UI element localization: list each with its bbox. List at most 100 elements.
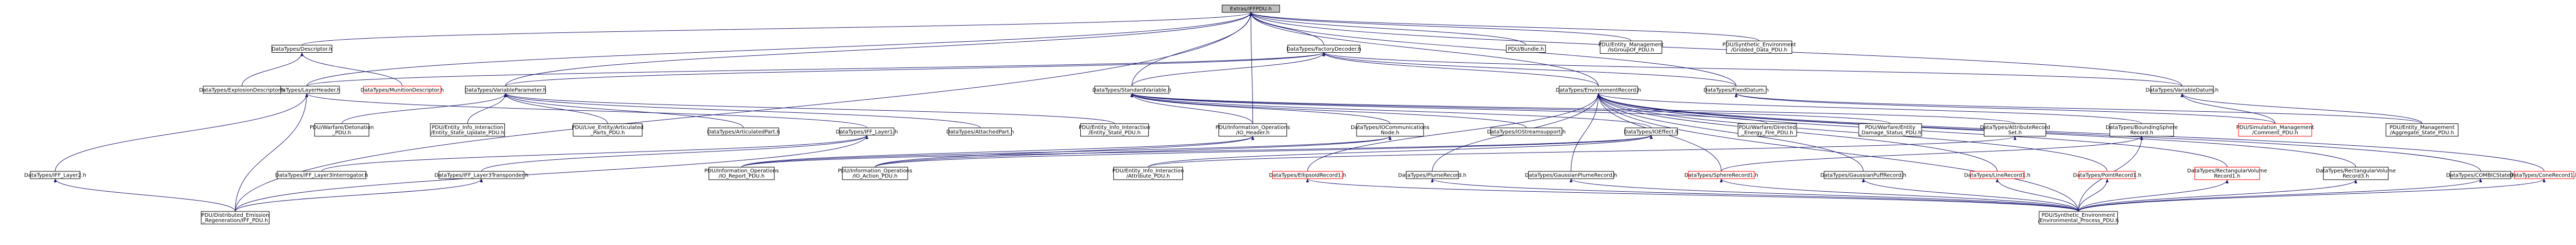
node-spherepdu[interactable]: DataTypes/SphereRecord1.h bbox=[1685, 171, 1758, 179]
node-box bbox=[314, 123, 369, 137]
node-box bbox=[1528, 171, 1614, 179]
node-variabledatum[interactable]: DataTypes/VariableDatum.h bbox=[2145, 86, 2219, 94]
node-ellipsoid[interactable]: DataTypes/EllipsoidRecord1.h bbox=[1269, 171, 1346, 179]
node-munition[interactable]: DataTypes/MunitionDescriptor.h bbox=[360, 86, 444, 94]
node-gaussianpuff[interactable]: DataTypes/GaussianPuffRecord.h bbox=[1821, 171, 1906, 179]
node-label: Node.h bbox=[1381, 130, 1399, 136]
node-box bbox=[1688, 171, 1755, 179]
node-box bbox=[2386, 123, 2459, 137]
dependency-edge bbox=[504, 93, 608, 124]
dependency-edge bbox=[2078, 179, 2229, 212]
node-fixeddatum[interactable]: DataTypes/FixedDatum.h bbox=[1703, 86, 1769, 94]
node-lefparts[interactable]: PDU/Live_Entity/Articulated_Parts_PDU.h bbox=[572, 123, 643, 137]
node-gaussianplume[interactable]: DataTypes/GaussianPlumeRecord.h bbox=[1525, 171, 1617, 179]
node-pointrec[interactable]: DataTypes/PointRecord1.h bbox=[2073, 171, 2141, 179]
node-factory[interactable]: DataTypes/FactoryDecoder.h bbox=[1286, 44, 1361, 53]
node-label: PDU/Entity_Info_Interaction bbox=[1079, 125, 1150, 131]
node-box bbox=[708, 167, 775, 180]
node-label: /Comment_PDU.h bbox=[2252, 130, 2298, 136]
dependency-edge bbox=[1597, 93, 2108, 172]
node-attribute-pdu[interactable]: PDU/Entity_Info_Interaction/Attribute_PD… bbox=[1112, 167, 1184, 180]
node-iff-layer3int[interactable]: DataTypes/IFF_Layer3Interrogator.h bbox=[275, 171, 368, 179]
node-entitystate[interactable]: PDU/Entity_Info_Interaction/Entity_State… bbox=[1079, 123, 1150, 137]
dependency-edge bbox=[504, 93, 1115, 124]
node-box bbox=[430, 123, 505, 137]
node-attached[interactable]: DataTypes/AttachedPart.h bbox=[946, 127, 1014, 136]
node-articulated[interactable]: DataTypes/ArticulatedPart.h bbox=[707, 127, 780, 136]
node-label: PDU/Warfare/Directed bbox=[1739, 125, 1796, 131]
node-aggregate[interactable]: PDU/Entity_Management/Aggregate_State_PD… bbox=[2386, 123, 2459, 137]
dependency-edge bbox=[1721, 136, 2143, 172]
node-iff-layer1[interactable]: DataTypes/IFF_Layer1.h bbox=[836, 127, 898, 136]
node-label: PDU/Synthetic_Environment bbox=[2042, 213, 2116, 218]
node-combicstate[interactable]: DataTypes/COMBICState.h bbox=[2446, 171, 2515, 179]
dependency-edge bbox=[305, 93, 867, 129]
node-label: DataTypes/LayerHeader.h bbox=[273, 87, 340, 93]
node-iff-layer2[interactable]: DataTypes/IFF_Layer2.h bbox=[24, 171, 86, 179]
node-entitystate-update[interactable]: PDU/Entity_Info_Interaction/Entity_State… bbox=[430, 123, 505, 137]
node-conerecord[interactable]: DataTypes/ConeRecord1.h bbox=[2510, 171, 2576, 179]
node-variableparam[interactable]: DataTypes/VariableParameter.h bbox=[465, 86, 547, 94]
dependency-edge bbox=[321, 135, 868, 172]
node-box bbox=[839, 127, 895, 136]
node-box bbox=[2109, 123, 2174, 137]
node-box bbox=[1222, 5, 1280, 13]
graph-edges bbox=[53, 12, 2546, 212]
node-ioheader[interactable]: PDU/Information_Operations/IO_Header.h bbox=[1216, 123, 1290, 137]
node-iostream[interactable]: DataTypes/IOStreamsupport.h bbox=[1487, 127, 1566, 136]
node-label: DataTypes/COMBICState.h bbox=[2446, 173, 2515, 179]
dependency-edge bbox=[875, 136, 1392, 168]
node-label: /Attribute_PDU.h bbox=[1126, 173, 1170, 179]
node-box bbox=[272, 44, 333, 53]
node-box bbox=[1705, 86, 1767, 94]
node-label: PDU/Simulation_Management bbox=[2236, 125, 2314, 131]
node-label: DataTypes/AttachedPart.h bbox=[946, 129, 1014, 135]
node-label: _Parts_PDU.h bbox=[590, 130, 625, 136]
node-entitydamage[interactable]: PDU/Warfare/Entity_Damage_Status_PDU.h bbox=[1858, 123, 1922, 137]
node-box bbox=[363, 86, 442, 94]
node-gridded[interactable]: PDU/Synthetic_Environment/Gridded_Data_P… bbox=[1722, 40, 1796, 54]
node-stdvariable[interactable]: DataTypes/StandardVariable.h bbox=[1092, 86, 1171, 94]
node-distributed-emission[interactable]: PDU/Distributed_Emission_Regeneration/IF… bbox=[201, 211, 270, 225]
node-isgroupof[interactable]: PDU/Entity_Management/IsGroupOf_PDU.h bbox=[1598, 40, 1664, 54]
node-layerheader[interactable]: DataTypes/LayerHeader.h bbox=[273, 86, 340, 94]
node-envrecord[interactable]: DataTypes/EnvironmentRecord.h bbox=[1556, 86, 1641, 94]
node-label: DataTypes/EnvironmentRecord.h bbox=[1556, 87, 1641, 93]
dependency-edge bbox=[1862, 178, 2079, 212]
dependency-edge bbox=[235, 93, 309, 212]
node-ioeffect[interactable]: DataTypes/IOEffect.h bbox=[1624, 127, 1679, 136]
node-label: DataTypes/IOEffect.h bbox=[1624, 129, 1679, 135]
node-box bbox=[1080, 123, 1149, 137]
node-label: DataTypes/Descriptor.h bbox=[272, 46, 332, 52]
node-env-process[interactable]: PDU/Synthetic_Environment/Environmental_… bbox=[2038, 211, 2119, 225]
node-label: DataTypes/MunitionDescriptor.h bbox=[360, 87, 444, 93]
dependency-edge bbox=[1131, 93, 2016, 124]
node-box bbox=[1858, 123, 1922, 137]
node-label: Extras/IFFPDU.h bbox=[1230, 6, 1272, 12]
node-linerec[interactable]: DataTypes/LineRecord1.h bbox=[1964, 171, 2030, 179]
node-bundle[interactable]: PDU/Bundle.h bbox=[1506, 44, 1546, 53]
dependency-edge bbox=[235, 135, 868, 212]
node-root[interactable]: Extras/IFFPDU.h bbox=[1222, 5, 1280, 13]
node-io-action[interactable]: PDU/Information_Operations/IO_Action_PDU… bbox=[838, 167, 912, 180]
node-box bbox=[1272, 171, 1343, 179]
node-label: PDU/Warfare/Detonation bbox=[310, 125, 374, 131]
dependency-edge bbox=[1130, 93, 1768, 124]
node-label: DataTypes/ExplosionDescriptor.h bbox=[199, 87, 285, 93]
node-simmgmt-comment[interactable]: PDU/Simulation_Management/Comment_PDU.h bbox=[2236, 123, 2314, 137]
node-explosion[interactable]: DataTypes/ExplosionDescriptor.h bbox=[199, 86, 285, 94]
node-io-report[interactable]: PDU/Information_Operations/IO_Report_PDU… bbox=[704, 167, 779, 180]
node-box bbox=[1490, 127, 1563, 136]
dependency-edge bbox=[1130, 93, 1527, 129]
node-iffdetails[interactable]: PDU/Warfare/Detonation_PDU.h bbox=[310, 123, 374, 137]
node-iff-layer3tr[interactable]: DataTypes/IFF_Layer3Transponder.h bbox=[434, 171, 528, 179]
node-plumerec[interactable]: DataTypes/PlumeRecord.h bbox=[1398, 171, 1467, 179]
node-descriptor[interactable]: DataTypes/Descriptor.h bbox=[272, 44, 333, 53]
node-directedenergy[interactable]: PDU/Warfare/Directed_Energy_Fire_PDU.h bbox=[1737, 123, 1797, 137]
